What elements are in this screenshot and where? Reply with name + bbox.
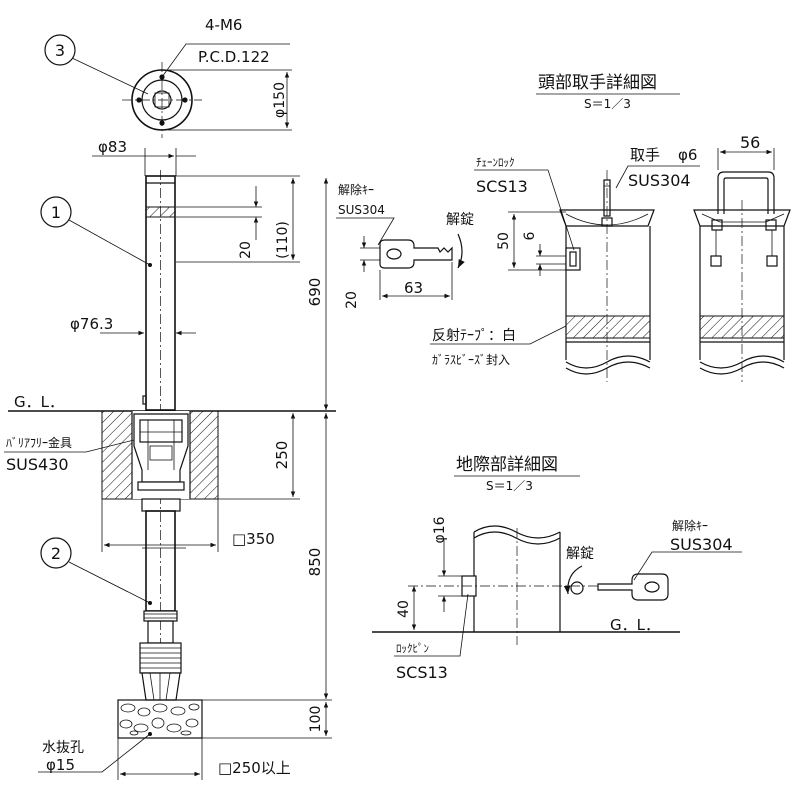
ground-detail-title: 地際部詳細図: [456, 455, 558, 475]
head-detail-scale: S＝1／3: [584, 97, 631, 111]
sq-250-label: □250以上: [218, 759, 291, 777]
key-label: 解除ｷｰ: [338, 182, 374, 197]
sq-350-label: □350: [232, 530, 275, 548]
head-dim-6: 6: [522, 231, 538, 240]
tape-label: 反射ﾃｰﾌﾟ：白: [432, 328, 516, 344]
drain-dia: φ15: [46, 756, 75, 774]
ground-dim-16: φ16: [432, 516, 448, 543]
key-detail: [336, 217, 465, 300]
key-dim-20: 20: [344, 291, 360, 309]
fitting-material: SUS430: [6, 455, 69, 474]
key-unlock: 解錠: [446, 212, 474, 228]
chain-lock-material: SCS13: [476, 177, 528, 196]
post-dia-label: φ76.3: [70, 315, 113, 333]
callout-2: 2: [40, 537, 152, 605]
ground-gl-label: G．L．: [610, 616, 660, 634]
base-dia-label: φ150: [272, 82, 288, 118]
callout-3: 3: [44, 34, 149, 95]
lock-pin-label: ﾛｯｸﾋﾟﾝ: [396, 642, 429, 655]
chain-lock-label: ﾁｪｰﾝﾛｯｸ: [476, 156, 515, 169]
dim-20-label: 20: [238, 241, 254, 259]
tape-note: ｶﾞﾗｽﾋﾞｰｽﾞ封入: [432, 353, 510, 367]
gl-label: G．L．: [14, 393, 64, 411]
main-elevation: [8, 148, 336, 780]
head-detail-side: [430, 165, 700, 382]
key-dim-63: 63: [404, 279, 423, 297]
ground-key-label: 解除ｷｰ: [672, 518, 708, 533]
bolt-spec: 4-M6: [205, 16, 242, 34]
dim-850-label: 850: [306, 548, 324, 577]
dim-100-label: 100: [308, 706, 324, 733]
handle-material: SUS304: [628, 171, 691, 190]
handle-label: 取手: [630, 146, 660, 164]
top-view: [122, 43, 292, 138]
callout-1-label: 1: [51, 203, 61, 222]
top-dia-label: φ83: [98, 138, 127, 156]
dim-690-label: 690: [306, 278, 324, 307]
head-detail-front: [693, 148, 791, 382]
ground-dim-40: 40: [396, 600, 412, 618]
handle-dia: φ6: [678, 146, 697, 164]
ground-unlock: 解錠: [566, 546, 594, 562]
dim-250-label: 250: [273, 441, 291, 470]
ground-detail-scale: S＝1／3: [486, 479, 533, 493]
fitting-name: ﾊﾞﾘｱﾌﾘｰ金具: [6, 435, 72, 450]
head-dim-50: 50: [496, 232, 512, 250]
callout-3-label: 3: [55, 41, 65, 60]
drain-label: 水抜孔: [42, 740, 84, 756]
lock-pin-material: SCS13: [396, 663, 448, 682]
pcd-label: P.C.D.122: [198, 48, 270, 66]
callout-1: 1: [40, 196, 152, 267]
head-detail-title: 頭部取手詳細図: [538, 73, 657, 93]
head-dim-56: 56: [740, 133, 760, 152]
dim-110-label: (110): [275, 221, 291, 259]
ground-detail-view: [372, 525, 742, 657]
key-material: SUS304: [338, 203, 385, 217]
callout-2-label: 2: [51, 544, 61, 563]
ground-key-material: SUS304: [670, 535, 733, 554]
